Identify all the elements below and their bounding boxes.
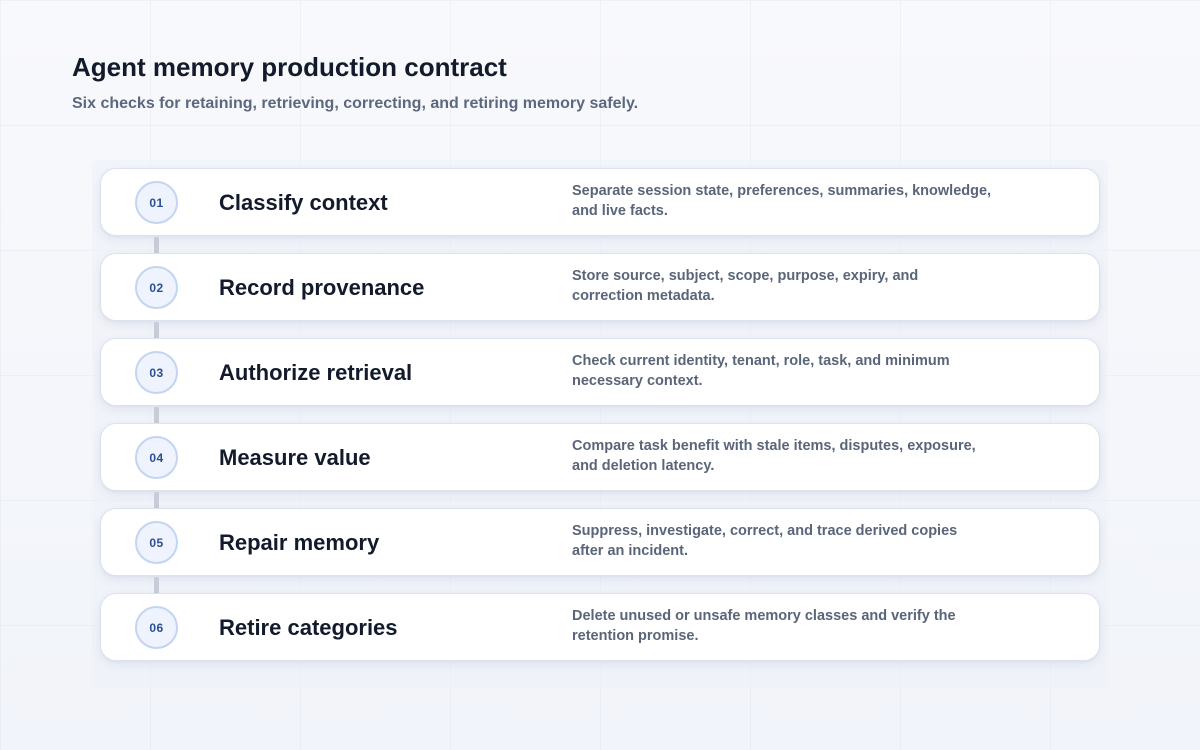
step-card-classify-context: 01 Classify context Separate session sta… — [100, 168, 1100, 254]
step-connector — [154, 322, 159, 339]
step-card-record-provenance: 02 Record provenance Store source, subje… — [100, 253, 1100, 339]
step-number-badge: 01 — [135, 181, 178, 224]
step-description: Delete unused or unsafe memory classes a… — [572, 608, 956, 644]
step-description: Store source, subject, scope, purpose, e… — [572, 268, 919, 304]
step-title: Measure value — [219, 445, 371, 470]
step-card-measure-value: 04 Measure value Compare task benefit wi… — [100, 423, 1100, 509]
step-connector — [154, 492, 159, 509]
step-connector — [154, 237, 159, 254]
step-number-badge: 06 — [135, 606, 178, 649]
step-title: Authorize retrieval — [219, 360, 413, 385]
step-description: Suppress, investigate, correct, and trac… — [572, 523, 958, 559]
step-description: Compare task benefit with stale items, d… — [572, 438, 976, 474]
step-card-repair-memory: 05 Repair memory Suppress, investigate, … — [100, 508, 1100, 594]
page-title: Agent memory production contract — [72, 52, 507, 82]
step-connector — [154, 577, 159, 594]
step-card-authorize-retrieval: 03 Authorize retrieval Check current ide… — [100, 338, 1100, 424]
step-title: Record provenance — [219, 275, 425, 300]
step-number-badge: 03 — [135, 351, 178, 394]
step-number-badge: 02 — [135, 266, 178, 309]
page-subtitle: Six checks for retaining, retrieving, co… — [72, 95, 639, 112]
steps-list: 01 Classify context Separate session sta… — [100, 168, 1100, 661]
step-description: Separate session state, preferences, sum… — [572, 183, 992, 219]
step-connector — [154, 407, 159, 424]
step-title: Classify context — [219, 190, 388, 215]
step-card-retire-categories: 06 Retire categories Delete unused or un… — [100, 593, 1100, 661]
step-title: Repair memory — [219, 530, 380, 555]
step-number-badge: 05 — [135, 521, 178, 564]
step-number-badge: 04 — [135, 436, 178, 479]
step-title: Retire categories — [219, 615, 398, 640]
step-description: Check current identity, tenant, role, ta… — [572, 353, 950, 389]
